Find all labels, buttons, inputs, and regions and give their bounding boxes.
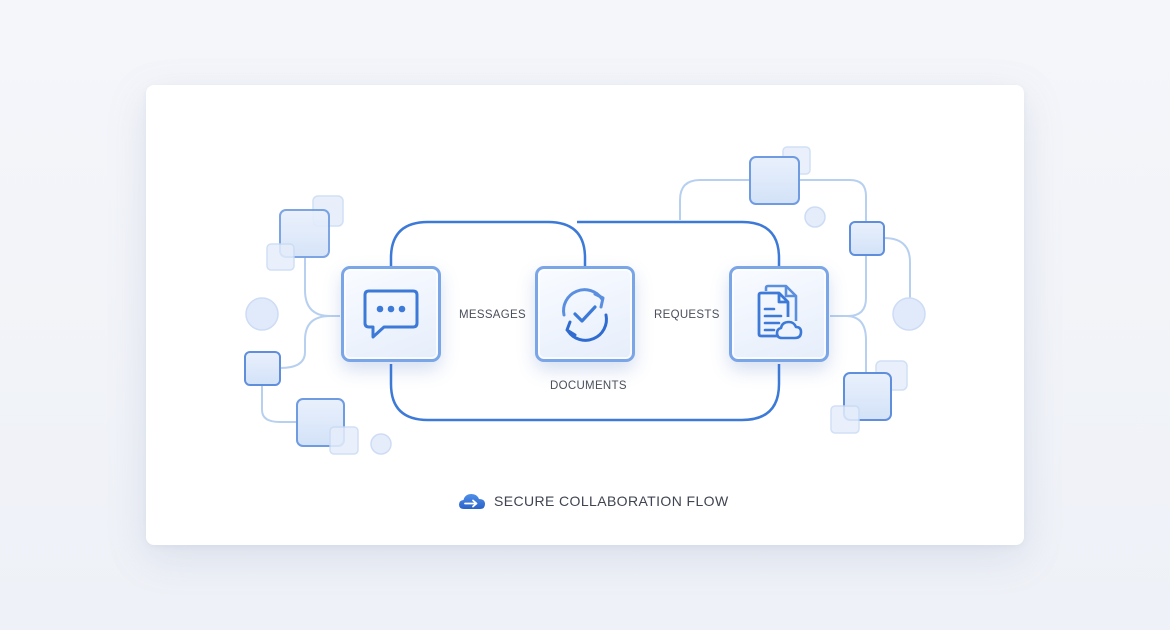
diagram-title: SECURE COLLABORATION FLOW (494, 493, 729, 509)
documents-node (729, 266, 829, 362)
messages-label: MESSAGES (459, 309, 526, 321)
cloud-arrow-icon (459, 494, 485, 509)
messages-node (341, 266, 441, 362)
requests-label: REQUESTS (654, 309, 720, 321)
documents-cloud-icon (757, 284, 803, 340)
documents-label: DOCUMENTS (550, 380, 627, 392)
decorative-tiles-left (244, 195, 392, 455)
sync-node (535, 266, 635, 362)
sync-check-icon (562, 288, 608, 342)
diagram-caption: SECURE COLLABORATION FLOW (458, 492, 729, 510)
decorative-tiles-right (749, 146, 926, 434)
chat-bubble-icon (363, 289, 419, 339)
